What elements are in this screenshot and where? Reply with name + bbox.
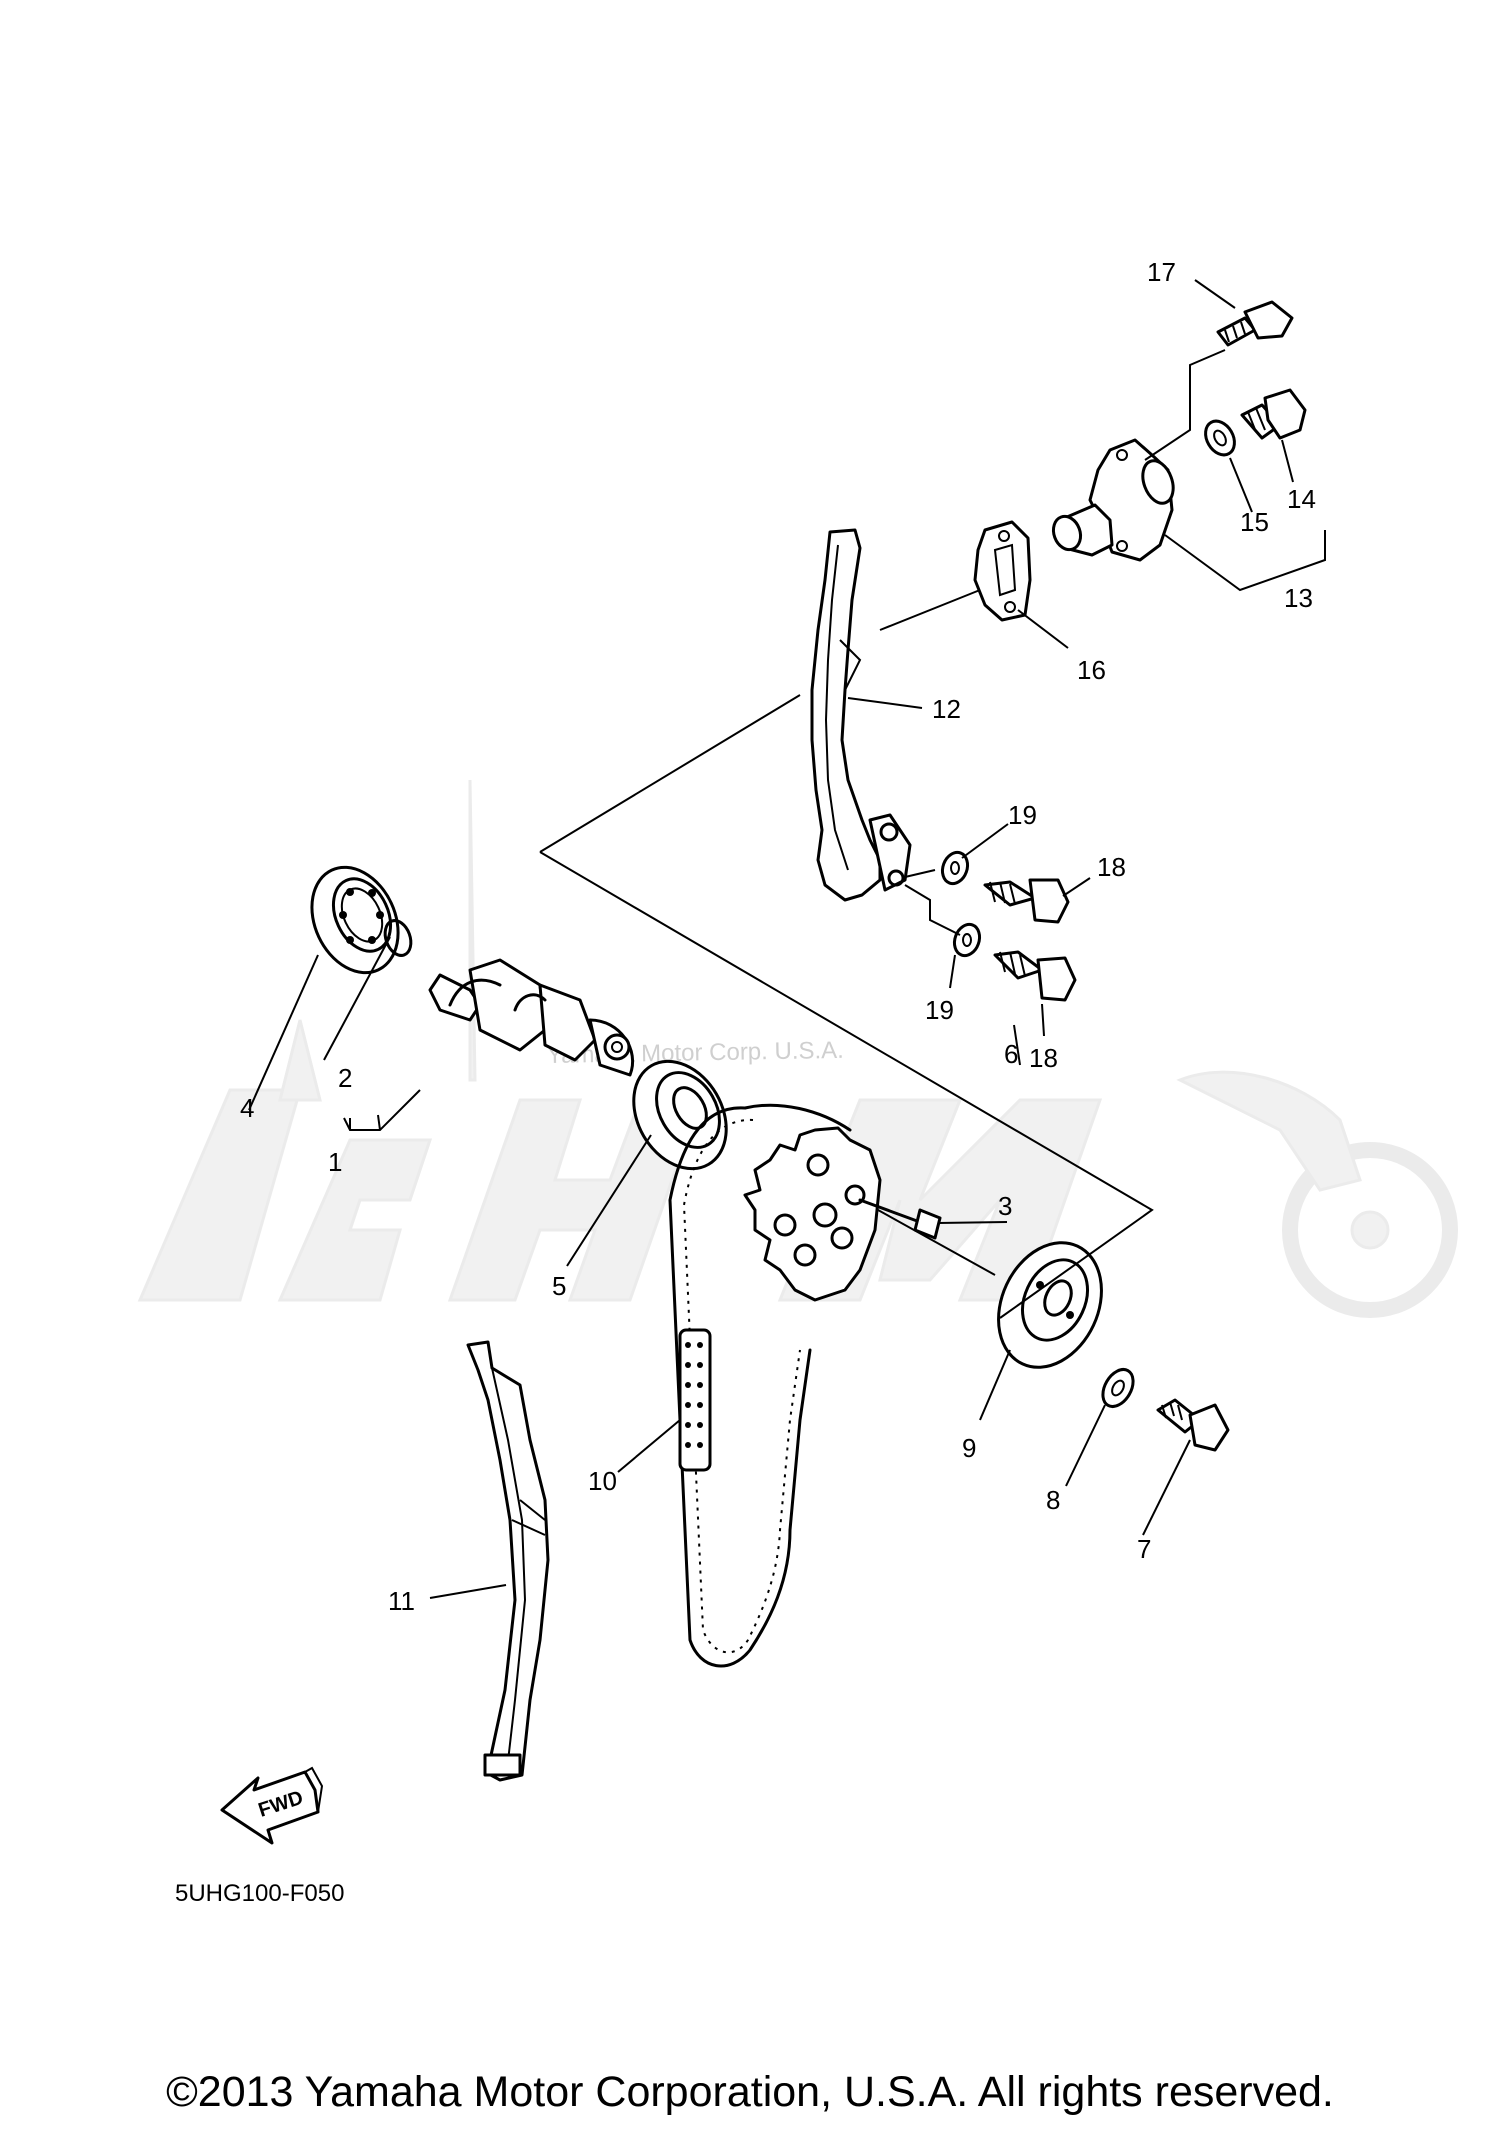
part-17-bolt xyxy=(1216,300,1294,347)
callout-19-lower: 19 xyxy=(925,995,954,1025)
callout-9: 9 xyxy=(962,1433,976,1463)
part-14-bolt xyxy=(1240,388,1307,440)
callout-10: 10 xyxy=(588,1466,617,1496)
part-18-bolt-lower xyxy=(993,950,1077,1002)
leader-lines xyxy=(248,279,1294,1599)
copyright-notice: ©2013 Yamaha Motor Corporation, U.S.A. A… xyxy=(166,2068,1334,2116)
callout-1: 1 xyxy=(328,1147,342,1177)
part-19-washer-lower xyxy=(952,922,982,958)
part-19-washer-upper xyxy=(940,850,970,886)
callout-11: 11 xyxy=(388,1586,415,1616)
part-7-bolt xyxy=(1156,1398,1230,1452)
reference-lines xyxy=(539,349,1326,1319)
callout-14: 14 xyxy=(1287,484,1316,514)
callout-18-upper: 18 xyxy=(1097,852,1126,882)
callout-16: 16 xyxy=(1077,655,1106,685)
callout-7: 7 xyxy=(1137,1534,1151,1564)
part-12-chain-guide xyxy=(810,528,912,902)
part-5-bearing xyxy=(632,1059,728,1171)
diagram-code: 5UHG100-F050 xyxy=(175,1880,344,1907)
callout-2: 2 xyxy=(338,1063,352,1093)
part-8-washer xyxy=(1101,1368,1135,1408)
part-6-sprocket xyxy=(743,1126,882,1302)
callout-12: 12 xyxy=(932,694,961,724)
part-1-camshaft xyxy=(428,958,635,1077)
part-16-gasket xyxy=(973,520,1032,622)
callout-5: 5 xyxy=(552,1271,566,1301)
part-11-chain-guide xyxy=(466,1340,550,1782)
callout-8: 8 xyxy=(1046,1485,1060,1515)
callout-15: 15 xyxy=(1240,507,1269,537)
callout-18-lower: 18 xyxy=(1029,1043,1058,1073)
part-18-bolt-upper xyxy=(983,878,1070,924)
part-10-cam-chain xyxy=(668,1103,852,1668)
callout-17: 17 xyxy=(1147,257,1176,287)
part-4-bearing xyxy=(310,865,400,975)
callout-labels: 17 14 15 13 16 12 19 18 19 18 6 4 2 1 3 … xyxy=(240,257,1316,1616)
part-13-tensioner xyxy=(1051,438,1175,562)
callout-19-upper: 19 xyxy=(1008,800,1037,830)
part-9-plate xyxy=(997,1241,1103,1369)
part-15-washer xyxy=(1204,419,1236,457)
fwd-arrow: FWD xyxy=(220,1766,324,1845)
part-3-pin xyxy=(858,1198,942,1240)
callout-6: 6 xyxy=(1004,1039,1018,1069)
callout-13: 13 xyxy=(1284,583,1313,613)
watermark-logo xyxy=(137,779,1458,1318)
callout-3: 3 xyxy=(998,1191,1012,1221)
callout-4: 4 xyxy=(240,1093,254,1123)
